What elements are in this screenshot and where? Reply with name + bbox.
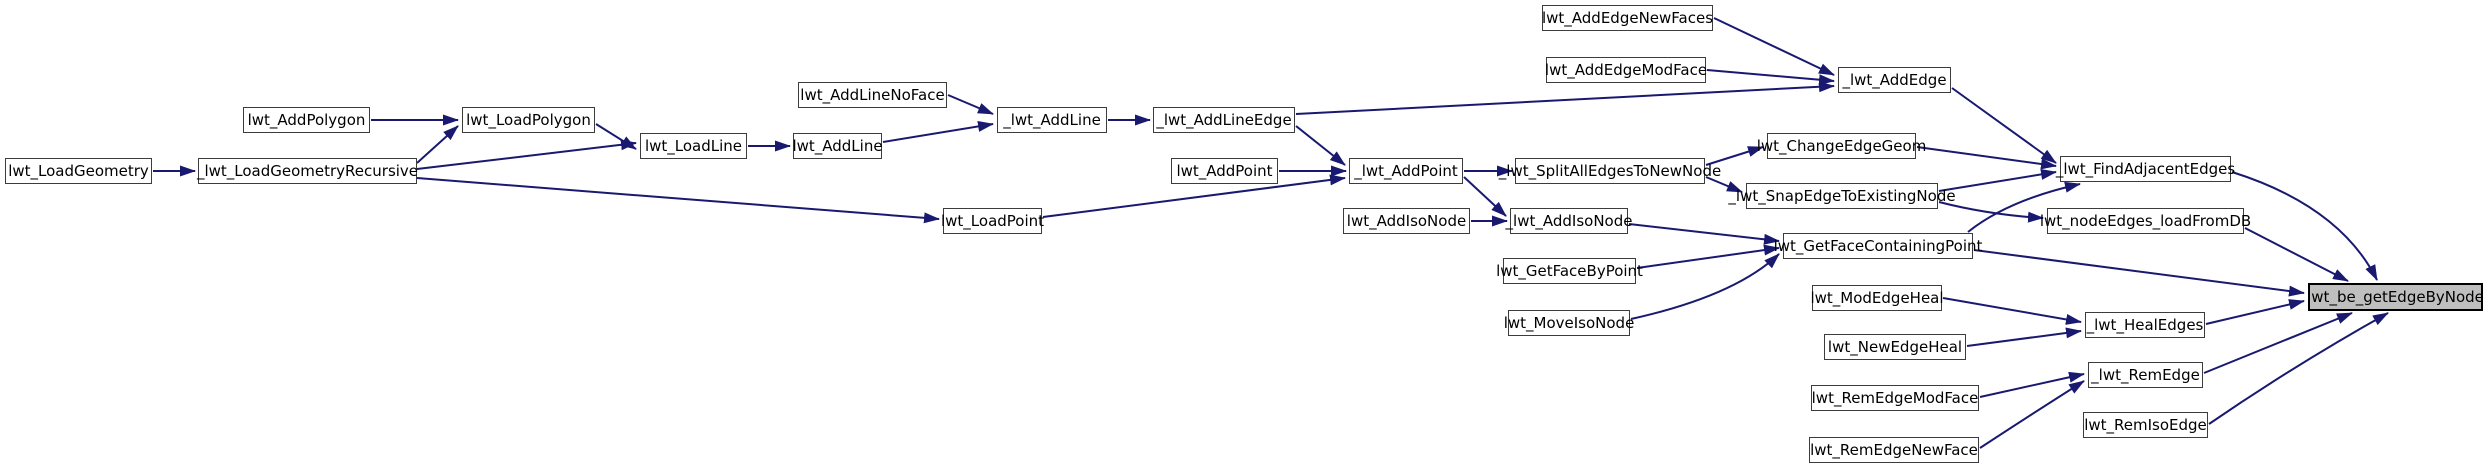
node-newEdgeHeal[interactable]: lwt_NewEdgeHeal [1824, 334, 1966, 360]
edge-remEdgeNewFace-_remEdge [1979, 380, 2085, 449]
edge-getFaceContaining-beGetEdgeByNode [1973, 249, 2305, 297]
node-_healEdges[interactable]: _lwt_HealEdges [2085, 312, 2205, 338]
edge-modEdgeHeal-_healEdges [1942, 297, 2082, 325]
node-_snapEdge[interactable]: _lwt_SnapEdgeToExistingNode [1728, 183, 1956, 209]
edge-newEdgeHeal-_healEdges [1966, 327, 2082, 347]
node-_addLineEdge[interactable]: _lwt_AddLineEdge [1153, 107, 1295, 133]
node-remIsoEdge[interactable]: lwt_RemIsoEdge [2083, 412, 2208, 438]
edge-changeEdgeGeom-_findAdj [1916, 146, 2057, 170]
edge-addLine-_addLine [882, 120, 994, 143]
node-_addPoint[interactable]: _lwt_AddPoint [1349, 158, 1463, 184]
node-loadLine[interactable]: lwt_LoadLine [640, 133, 747, 159]
node-loadGeomRec[interactable]: _lwt_LoadGeometryRecursive [197, 158, 418, 184]
edge-_snapEdge-nodeEdgesLoad [1938, 201, 2044, 223]
edge-nodeEdgesLoad-beGetEdgeByNode [2244, 227, 2349, 282]
node-loadPoint[interactable]: lwt_LoadPoint [941, 208, 1044, 234]
edge-layer [153, 17, 2389, 449]
edge-addEdgeNewFaces-_addEdge [1713, 17, 1835, 76]
edge-loadGeomRec-loadPoint [416, 177, 940, 224]
edge-addEdgeModFace-_addEdge [1706, 69, 1835, 86]
node-loadPolygon[interactable]: lwt_LoadPolygon [462, 107, 595, 133]
node-getFaceByPoint[interactable]: lwt_GetFaceByPoint [1496, 258, 1643, 284]
edge-_remEdge-beGetEdgeByNode [2203, 312, 2353, 374]
edge-addLineNoFace-_addLine [947, 94, 994, 115]
edge-_splitAll-changeEdgeGeom [1705, 146, 1764, 166]
edge-_addLineEdge-_addEdge [1295, 81, 1835, 115]
edge-remEdgeModFace-_remEdge [1979, 371, 2085, 398]
edge-_addIsoNode-getFaceContaining [1628, 223, 1780, 245]
edge-remIsoEdge-beGetEdgeByNode [2208, 312, 2389, 425]
edge-_addPoint-_addIsoNode [1463, 176, 1507, 217]
edge-loadGeomRec-loadPolygon [416, 125, 459, 164]
node-addEdgeNewFaces[interactable]: lwt_AddEdgeNewFaces [1542, 5, 1713, 31]
node-remEdgeNewFace[interactable]: lwt_RemEdgeNewFace [1809, 437, 1979, 463]
edge-loadPoint-_addPoint [1042, 174, 1346, 218]
edge-_snapEdge-_findAdj [1938, 168, 2057, 192]
edge-loadPolygon-loadLine [595, 123, 637, 150]
node-addIsoNode[interactable]: lwt_AddIsoNode [1343, 208, 1470, 234]
node-addPoint[interactable]: lwt_AddPoint [1171, 158, 1278, 184]
node-modEdgeHeal[interactable]: lwt_ModEdgeHeal [1810, 285, 1944, 311]
edge-_splitAll-_snapEdge [1705, 176, 1743, 193]
node-addEdgeModFace[interactable]: lwt_AddEdgeModFace [1545, 57, 1707, 83]
node-addLine[interactable]: lwt_AddLine [792, 133, 883, 159]
edge-loadGeomRec-loadLine [416, 139, 637, 170]
node-_addEdge[interactable]: _lwt_AddEdge [1838, 67, 1951, 93]
edge-getFaceContaining-_findAdj [1967, 181, 2081, 233]
edge-_healEdges-beGetEdgeByNode [2205, 299, 2305, 325]
edge-_addEdge-_findAdj [1951, 87, 2057, 164]
node-_remEdge[interactable]: _lwt_RemEdge [2088, 362, 2203, 388]
node-remEdgeModFace[interactable]: lwt_RemEdgeModFace [1811, 385, 1979, 411]
node-addLineNoFace[interactable]: lwt_AddLineNoFace [798, 82, 947, 108]
node-_findAdj[interactable]: _lwt_FindAdjacentEdges [2056, 156, 2235, 182]
node-addPolygon[interactable]: lwt_AddPolygon [243, 107, 370, 133]
node-nodeEdgesLoad[interactable]: lwt_nodeEdges_loadFromDB [2040, 208, 2251, 234]
edge-moveIsoNode-getFaceContaining [1630, 253, 1780, 320]
node-getFaceContaining[interactable]: lwt_GetFaceContainingPoint [1774, 233, 1982, 259]
edge-_addLineEdge-_addPoint [1295, 125, 1346, 166]
node-_splitAll[interactable]: _lwt_SplitAllEdgesToNewNode [1499, 158, 1721, 184]
node-_addLine[interactable]: _lwt_AddLine [997, 107, 1107, 133]
node-moveIsoNode[interactable]: lwt_MoveIsoNode [1504, 310, 1634, 336]
node-changeEdgeGeom[interactable]: lwt_ChangeEdgeGeom [1757, 133, 1926, 159]
node-beGetEdgeByNode: lwt_be_getEdgeByNode [2307, 283, 2484, 311]
node-loadGeometry[interactable]: lwt_LoadGeometry [5, 158, 152, 184]
edge-_findAdj-beGetEdgeByNode [2231, 171, 2378, 281]
node-_addIsoNode[interactable]: _lwt_AddIsoNode [1506, 208, 1632, 234]
edge-getFaceByPoint-getFaceContaining [1636, 244, 1780, 269]
